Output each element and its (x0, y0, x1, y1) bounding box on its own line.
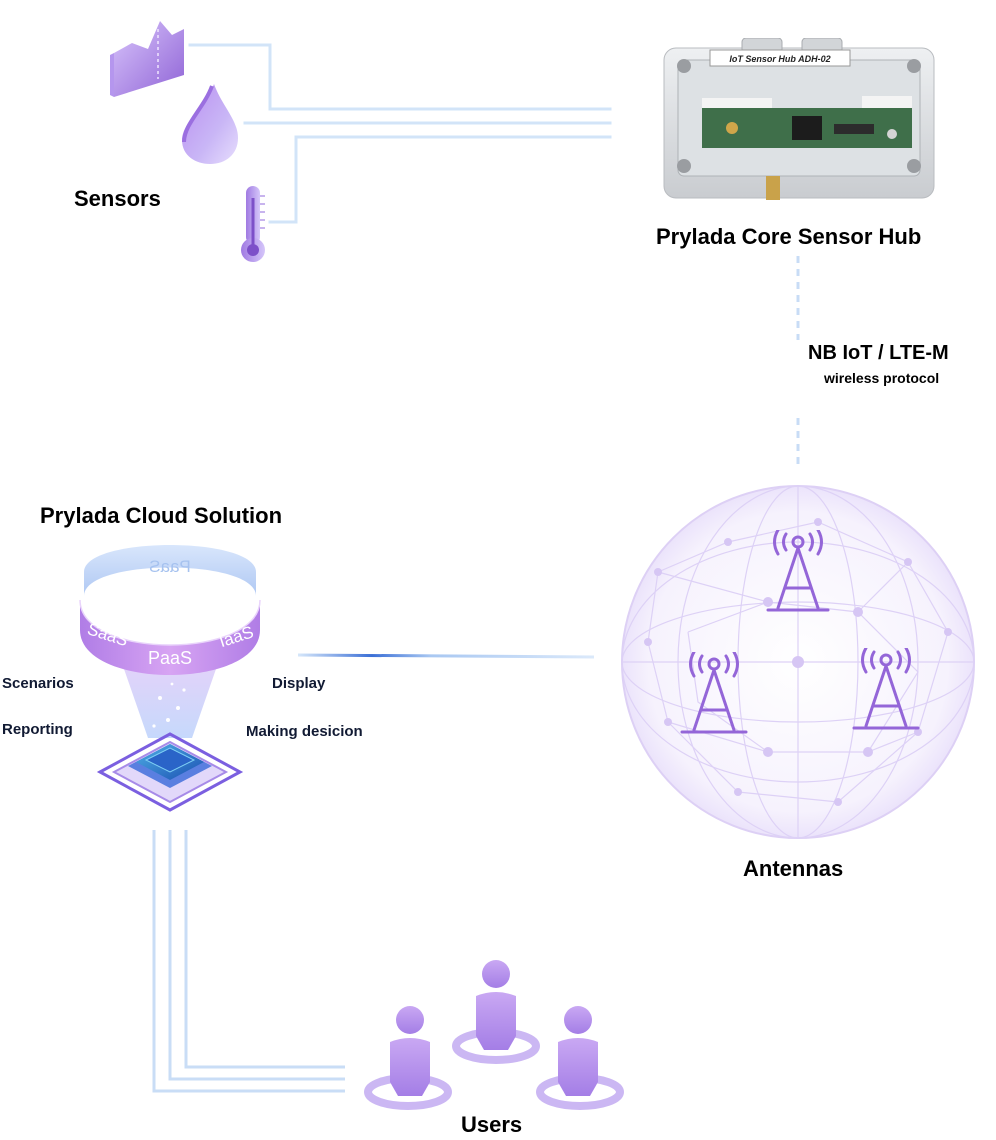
hub-title: Prylada Core Sensor Hub (656, 224, 922, 249)
antenna-globe (621, 485, 975, 839)
sensors-label: Sensors (74, 186, 161, 211)
cloud-platform: PaaS SaaS PaaS IaaS (79, 545, 261, 812)
protocol-label: NB IoT / LTE-M (808, 342, 949, 364)
users-label: Users (461, 1112, 523, 1137)
user-icon (452, 960, 540, 1064)
cloud-antenna-link (297, 653, 595, 659)
ring-label-paas: PaaS (148, 648, 192, 668)
cell-tower-icon (680, 652, 748, 734)
cloud-title: Prylada Cloud Solution (40, 503, 283, 528)
feature-making-decision: Making desicion (246, 723, 363, 740)
ring-back-label: PaaS (149, 557, 191, 576)
feature-display: Display (272, 675, 326, 692)
cell-tower-icon (852, 648, 920, 730)
feature-reporting: Reporting (2, 721, 73, 738)
cloud-users-lines (152, 830, 345, 1093)
protocol-sub-label: wireless protocol (824, 370, 940, 386)
feature-scenarios: Scenarios (2, 675, 74, 692)
chart-area-icon (110, 21, 184, 97)
sensor-hub-device: IoT Sensor Hub ADH-02 (662, 37, 936, 202)
thermometer-icon (241, 186, 265, 262)
water-drop-icon (182, 84, 238, 164)
cell-tower-icon (766, 530, 830, 612)
sensor-hub-lines (188, 43, 612, 224)
hub-device-label: IoT Sensor Hub ADH-02 (729, 54, 830, 64)
user-icon (536, 1006, 624, 1110)
antennas-label: Antennas (743, 856, 844, 881)
user-icon (364, 1006, 452, 1110)
